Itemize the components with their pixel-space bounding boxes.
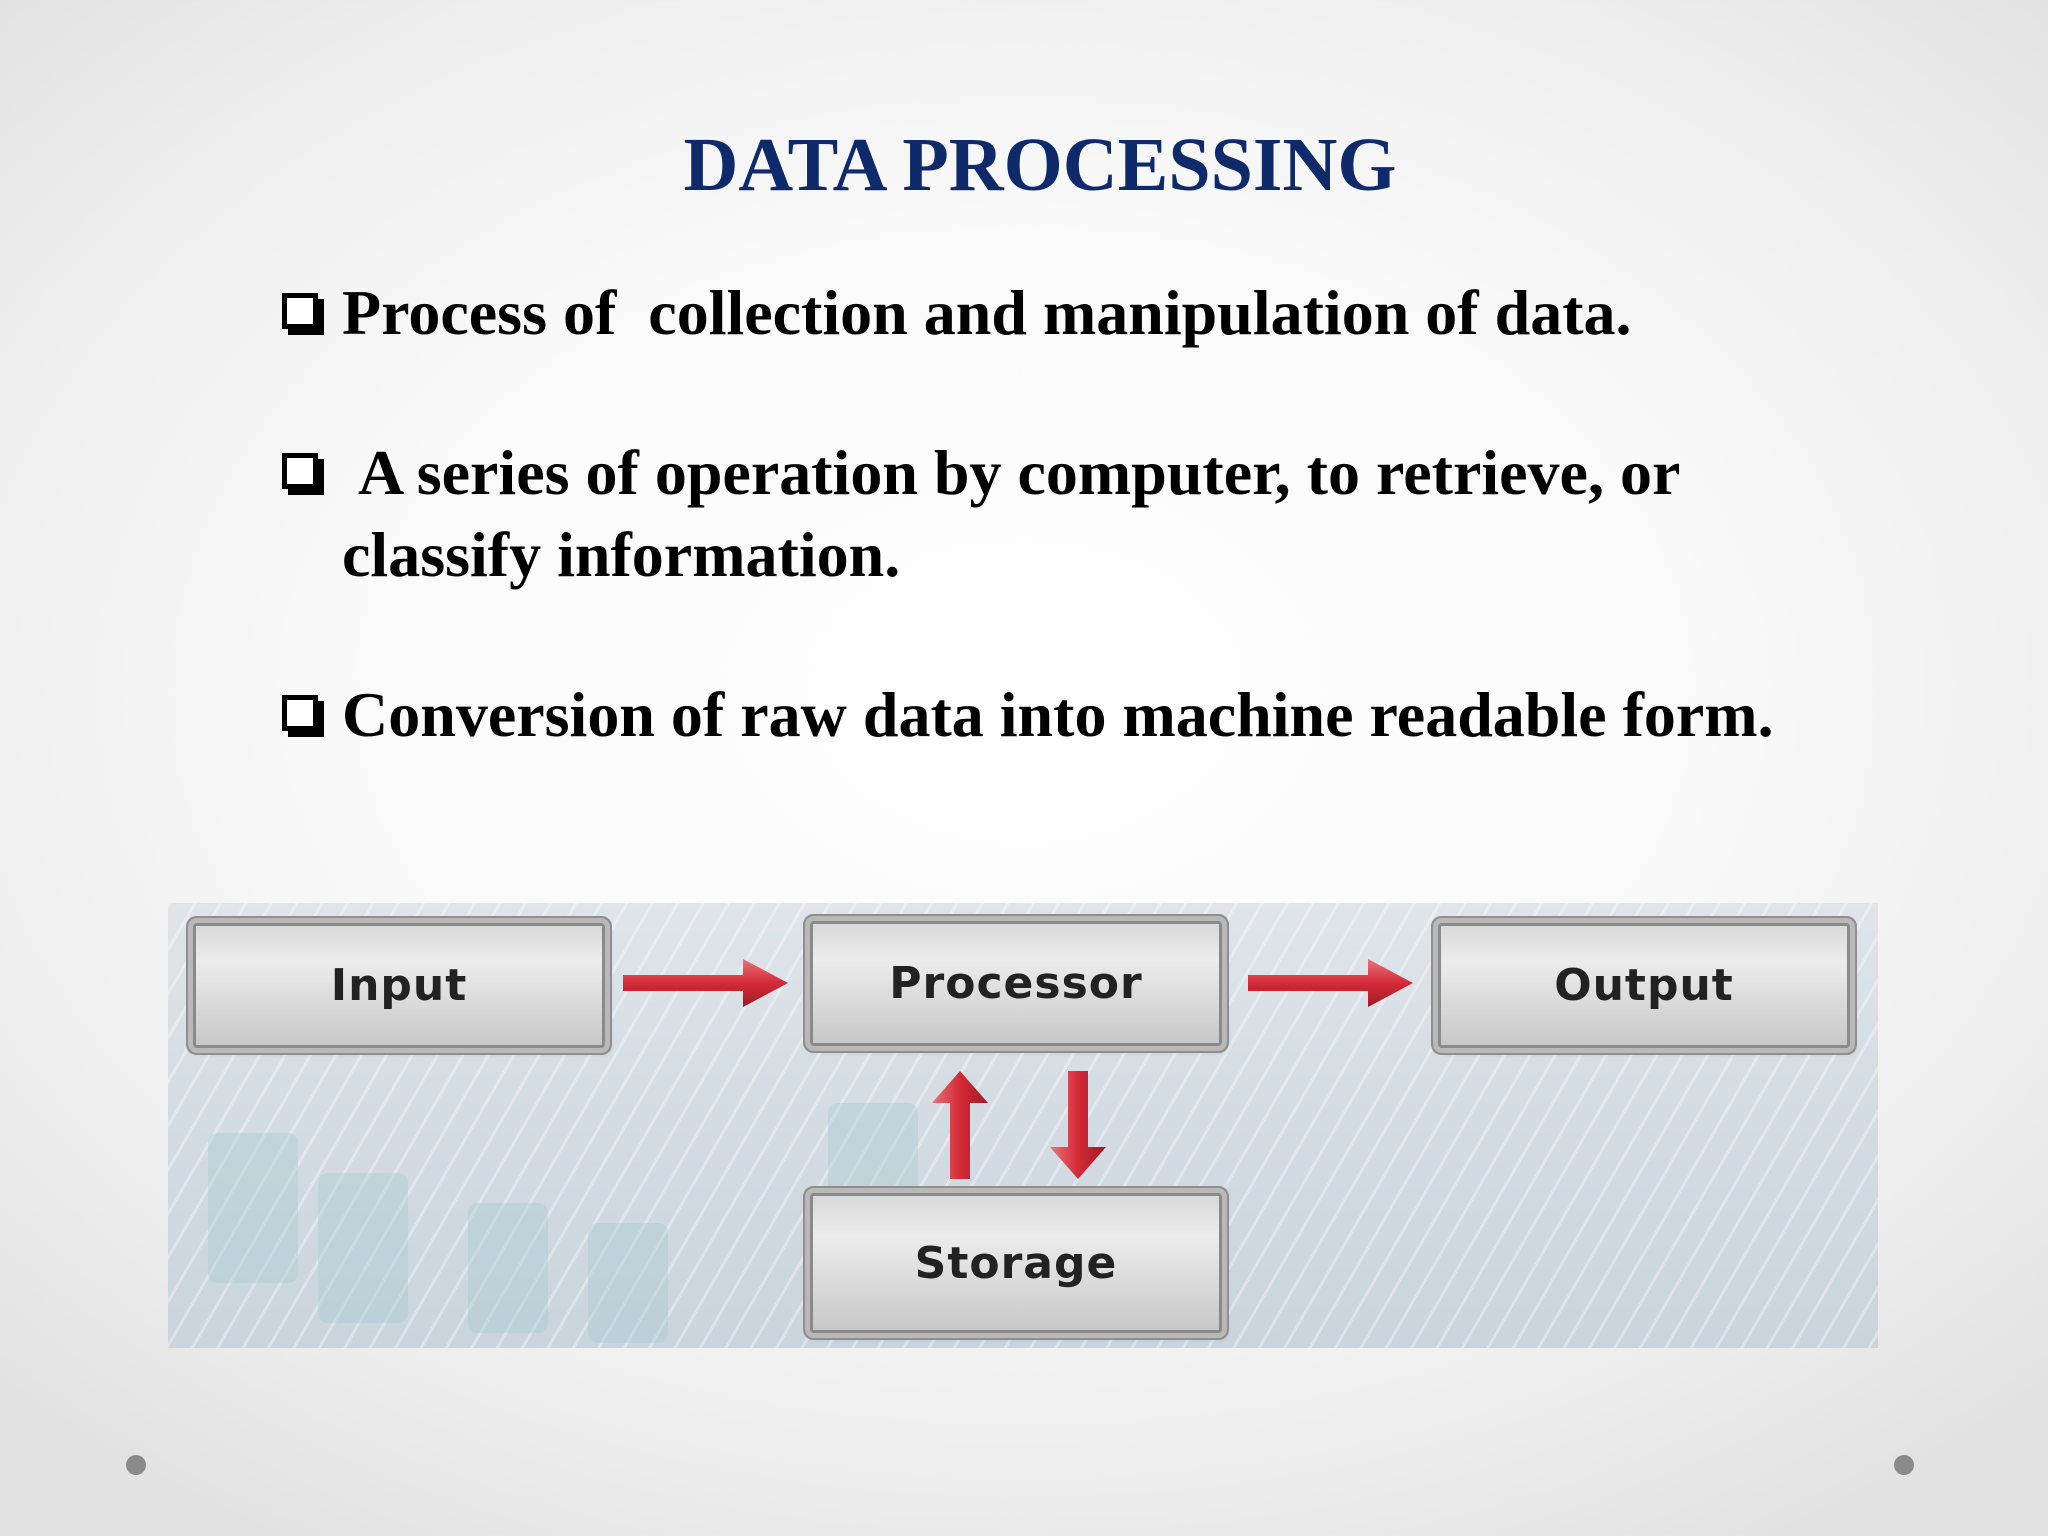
processor-label: Processor <box>889 958 1143 1009</box>
storage-box: Storage <box>810 1193 1222 1333</box>
bullet-item: Conversion of raw data into machine read… <box>282 674 1842 756</box>
bullet-text: Conversion of raw data into machine read… <box>342 679 1774 750</box>
checkbox-bullet-icon <box>282 695 318 731</box>
input-label: Input <box>330 960 468 1011</box>
checkbox-bullet-icon <box>282 453 318 489</box>
processor-to-storage-arrow-icon <box>1050 1071 1106 1179</box>
background-decoration <box>588 1223 668 1343</box>
processor-box: Processor <box>810 921 1222 1046</box>
slide-corner-dot-right <box>1894 1455 1914 1475</box>
data-processing-diagram: Input Processor Output Storage <box>168 903 1878 1348</box>
slide-title: DATA PROCESSING <box>683 123 1397 207</box>
bullet-text: Process of collection and manipulation o… <box>342 277 1632 348</box>
input-to-processor-arrow-icon <box>623 959 788 1007</box>
storage-to-processor-arrow-icon <box>932 1071 988 1179</box>
bullet-text: A series of operation by computer, to re… <box>342 437 1696 590</box>
output-box: Output <box>1438 923 1850 1048</box>
background-decoration <box>318 1173 408 1323</box>
background-decoration <box>208 1133 298 1283</box>
storage-label: Storage <box>914 1237 1118 1289</box>
output-label: Output <box>1554 960 1734 1011</box>
bullet-item: Process of collection and manipulation o… <box>282 272 1842 354</box>
checkbox-bullet-icon <box>282 293 318 329</box>
background-decoration <box>468 1203 548 1333</box>
bullet-list: Process of collection and manipulation o… <box>282 272 1842 756</box>
input-box: Input <box>193 923 605 1048</box>
processor-to-output-arrow-icon <box>1248 959 1413 1007</box>
slide-corner-dot-left <box>126 1455 146 1475</box>
bullet-item: A series of operation by computer, to re… <box>282 432 1842 596</box>
